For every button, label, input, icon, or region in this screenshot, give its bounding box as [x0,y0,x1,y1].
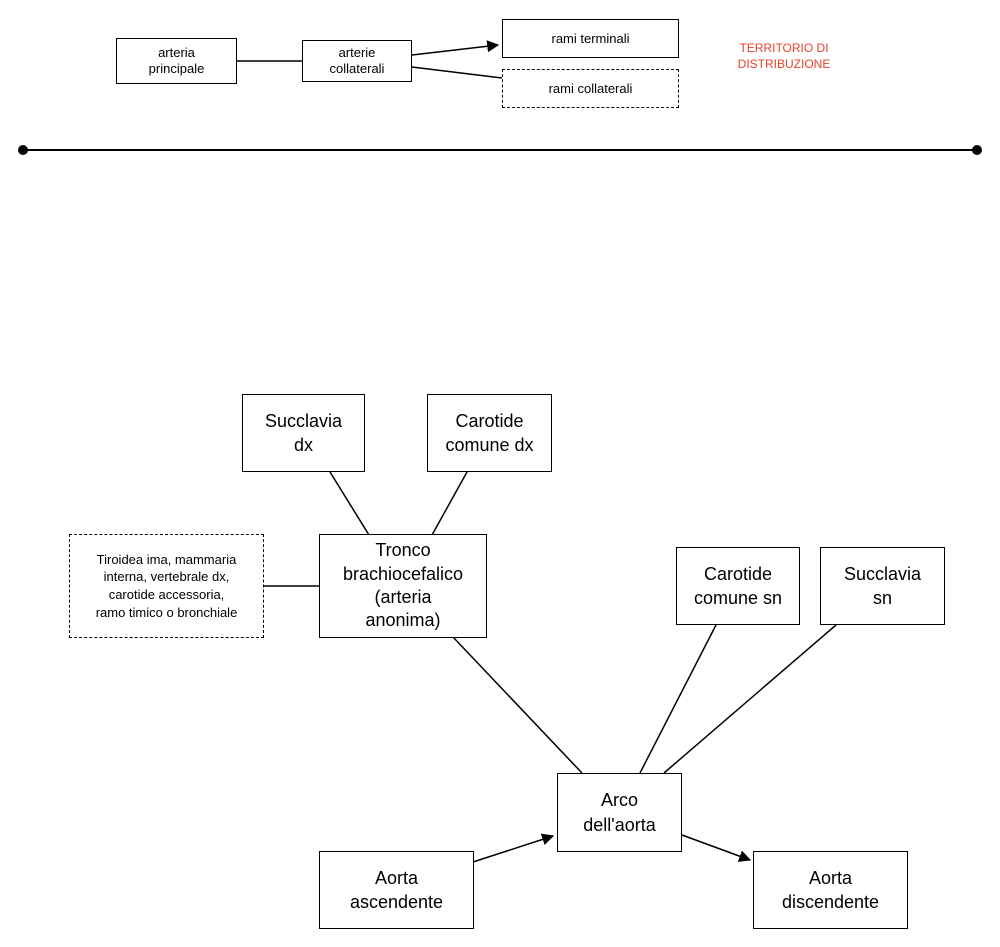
arrow-arco-discendente [681,834,752,862]
line-carotide-dx-tronco [431,471,468,536]
node-arco-aorta: Arco dell'aorta [557,773,682,852]
legend-line-collateral-branches [411,66,503,79]
legend-collateral-arteries-box: arterie collaterali [302,40,412,82]
legend-collateral-arteries-label: arterie collaterali [329,45,385,76]
node-aorta-discendente-label: Aorta discendente [781,867,880,912]
node-succlavia-dx-label: Succlavia dx [264,410,343,455]
line-tronco-arco [452,636,583,774]
legend-territory-label: TERRITORIO DI DISTRIBUZIONE [737,41,831,72]
node-carotide-comune-sn-label: Carotide comune sn [693,563,783,608]
node-carotide-comune-dx: Carotide comune dx [427,394,552,472]
node-succlavia-sn: Succlavia sn [820,547,945,625]
legend-collateral-branches-label: rami collaterali [548,80,633,96]
arrow-ascendente-arco [472,833,555,863]
node-succlavia-sn-label: Succlavia sn [843,563,922,608]
node-carotide-comune-sn: Carotide comune sn [676,547,800,625]
legend-terminal-branches-label: rami terminali [551,30,630,46]
node-aorta-discendente: Aorta discendente [753,851,908,929]
node-arco-aorta-label: Arco dell'aorta [583,790,656,835]
divider-left-dot [18,145,28,155]
line-succlavia-dx-tronco [329,471,370,536]
legend-terminal-branches-box: rami terminali [502,19,679,58]
legend-main-artery-box: arteria principale [116,38,237,84]
node-aorta-ascendente-label: Aorta ascendente [349,867,444,912]
node-succlavia-dx: Succlavia dx [242,394,365,472]
node-tronco-brachiocefalico: Tronco brachiocefalico (arteria anonima) [319,534,487,638]
node-carotide-comune-dx-label: Carotide comune dx [445,410,534,455]
node-tronco-brachiocefalico-label: Tronco brachiocefalico (arteria anonima) [342,540,464,631]
node-variant-branches-label: Tiroidea ima, mammaria interna, vertebra… [95,551,238,620]
legend-collateral-branches-box: rami collaterali [502,69,679,108]
node-aorta-ascendente: Aorta ascendente [319,851,474,929]
node-variant-branches: Tiroidea ima, mammaria interna, vertebra… [69,534,264,638]
legend-arrow-terminal [411,40,500,56]
line-succlavia-sn-arco [663,624,837,774]
line-carotide-sn-arco [639,624,717,774]
divider-right-dot [972,145,982,155]
legend-main-artery-label: arteria principale [148,45,205,76]
